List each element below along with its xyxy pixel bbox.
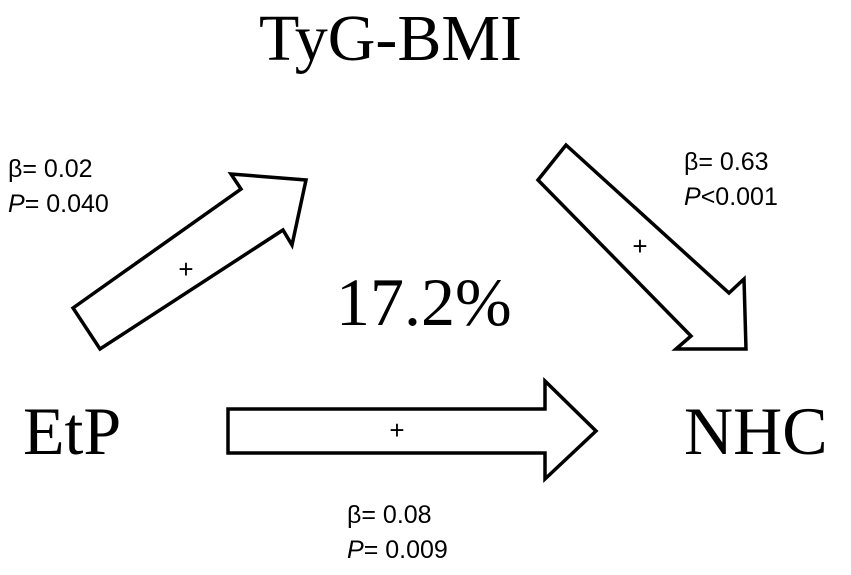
path-b-p: P<0.001 xyxy=(684,180,778,215)
path-b-beta: β= 0.63 xyxy=(684,148,769,176)
arrow-exposure-to-outcome xyxy=(226,376,599,484)
p-symbol: P xyxy=(684,183,701,211)
path-b-p-value: <0.001 xyxy=(700,183,778,211)
path-a-stats: β= 0.02 P= 0.040 xyxy=(8,152,109,222)
path-c-p-value: = 0.009 xyxy=(363,536,448,564)
path-a-p-value: = 0.040 xyxy=(24,190,109,218)
outcome-label: NHC xyxy=(684,393,828,469)
plus-sign-a: + xyxy=(178,254,193,284)
plus-sign-b: + xyxy=(632,231,647,261)
path-c-p: P= 0.009 xyxy=(347,533,448,568)
p-symbol: P xyxy=(8,190,25,218)
mediation-proportion: 17.2% xyxy=(336,264,512,340)
mediator-label: TyG-BMI xyxy=(259,2,523,75)
plus-sign-c: + xyxy=(389,415,404,445)
path-a-p: P= 0.040 xyxy=(8,187,109,222)
arrow-mediator-to-outcome xyxy=(535,142,748,351)
exposure-label: EtP xyxy=(23,393,122,469)
p-symbol: P xyxy=(347,536,364,564)
path-a-beta: β= 0.02 xyxy=(8,155,93,183)
path-b-stats: β= 0.63 P<0.001 xyxy=(684,145,778,215)
path-c-beta: β= 0.08 xyxy=(347,501,432,529)
arrow-exposure-to-mediator xyxy=(70,171,309,352)
path-c-stats: β= 0.08 P= 0.009 xyxy=(347,498,448,568)
